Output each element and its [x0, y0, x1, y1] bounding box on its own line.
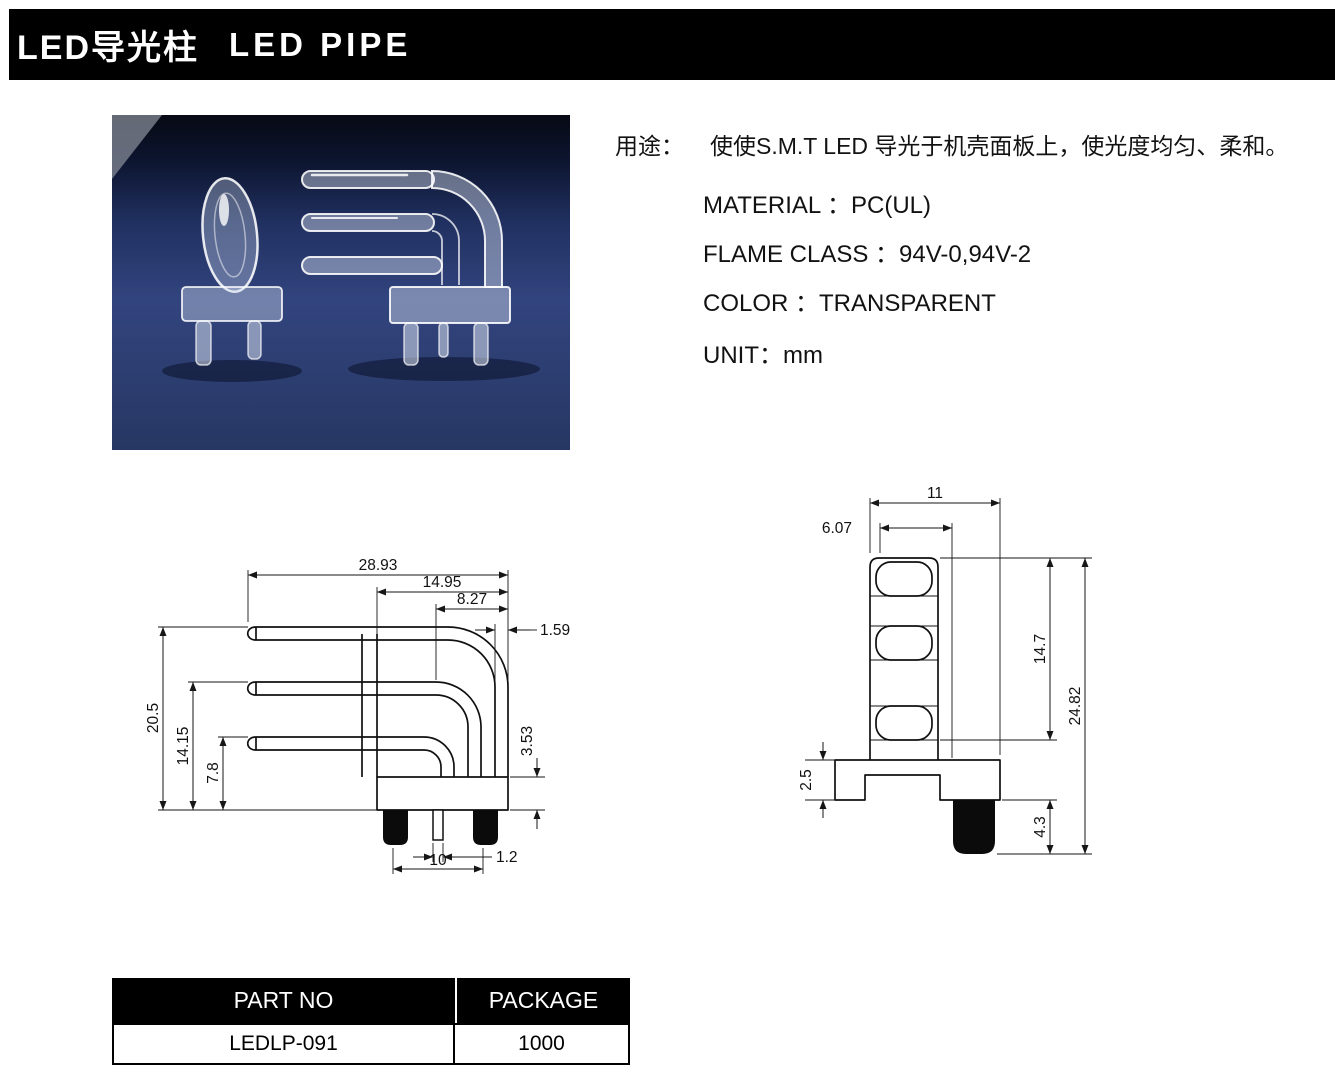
table-header-row: PART NO PACKAGE	[112, 978, 630, 1023]
table-header-part-no: PART NO	[112, 978, 455, 1023]
spec-unit: UNIT：mm	[703, 342, 823, 369]
page-title-chinese: LED导光柱	[17, 29, 199, 67]
spec-usage-text: 使使S.M.T LED 导光于机壳面板上，使光度均匀、柔和。	[710, 133, 1289, 159]
dim-side-pin-pitch: 10	[429, 852, 447, 869]
product-photo	[112, 115, 570, 450]
dim-front-pipe-section-height: 14.7	[1032, 634, 1049, 664]
spec-color: COLOR ：TRANSPARENT	[703, 290, 996, 317]
led-pipe-right-part	[301, 169, 511, 366]
dim-side-height-mid-pipe: 14.15	[175, 727, 192, 766]
front-view-part-outline	[834, 557, 1001, 854]
dim-front-total-width: 11	[927, 485, 943, 502]
side-view-dimension-lines	[159, 571, 541, 873]
led-pipe-left-part	[181, 176, 283, 366]
dim-side-total-width: 28.93	[359, 557, 398, 574]
dim-side-base-height: 3.53	[519, 726, 536, 756]
photo-highlights	[219, 173, 409, 226]
side-view-drawing: 28.93 14.95 8.27 1.59 20.5 14.15 7.8 3.5…	[145, 557, 570, 874]
page-title-english: LED PIPE	[229, 25, 412, 63]
dim-front-pipe-width: 6.07	[822, 520, 852, 537]
cell-package: 1000	[455, 1023, 630, 1065]
spec-material: MATERIAL ：PC(UL)	[703, 192, 932, 219]
spec-flame-class: FLAME CLASS ：94V-0,94V-2	[703, 241, 1032, 268]
spec-usage: 用途： 使使S.M.T LED 导光于机壳面板上，使光度均匀、柔和。	[615, 127, 1288, 161]
dim-front-total-height: 24.82	[1067, 687, 1084, 726]
cell-part-no: LEDLP-091	[112, 1023, 455, 1065]
dim-front-base-height: 4.3	[1032, 816, 1049, 838]
dim-side-height-top-pipe: 20.5	[145, 703, 162, 733]
dim-side-bend-width: 8.27	[457, 591, 487, 608]
page-header: LED导光柱 LED PIPE	[9, 9, 1335, 80]
dim-front-flange-lip: 2.5	[798, 769, 815, 791]
dim-side-center-pin-width: 1.2	[496, 849, 518, 866]
photo-shadows	[162, 357, 540, 382]
photo-corner-wall	[112, 115, 162, 179]
side-view-center-pin	[432, 809, 444, 841]
front-view-drawing: 11 6.07 14.7 24.82 2.5 4.3	[798, 485, 1092, 855]
dim-side-base-width: 14.95	[423, 574, 462, 591]
table-header-package: PACKAGE	[455, 978, 630, 1023]
table-row: LEDLP-091 1000	[112, 1023, 630, 1065]
dim-side-pipe-wall: 1.59	[540, 622, 570, 639]
part-table: PART NO PACKAGE LEDLP-091 1000	[112, 978, 630, 1065]
spec-usage-label: 用途：	[615, 133, 684, 159]
dim-side-height-bottom-pipe: 7.8	[205, 762, 222, 784]
side-view-pins	[383, 809, 498, 845]
front-view-dimension-lines	[819, 499, 1089, 854]
front-view-pin	[953, 800, 995, 854]
side-view-part-outline	[246, 626, 509, 811]
